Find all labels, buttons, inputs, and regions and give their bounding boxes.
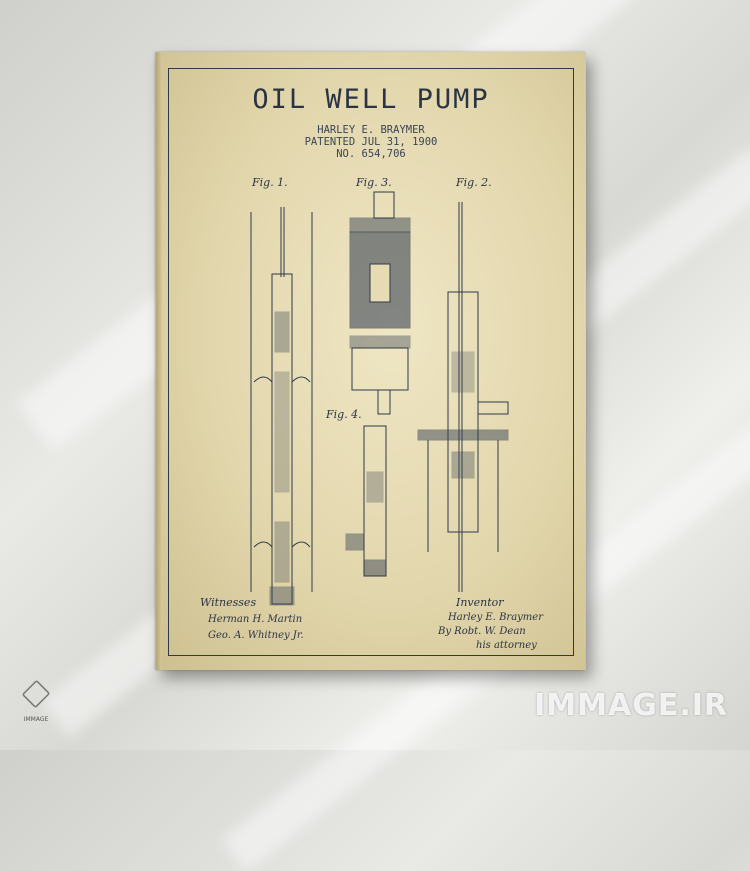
fig-1-label: Fig. 1. [252, 176, 288, 189]
logo-icon [21, 679, 51, 709]
fig-4-drawing [345, 425, 387, 577]
logo-text: IMMAGE [23, 716, 49, 723]
fig-2-label: Fig. 2. [456, 176, 492, 189]
attorney-role: his attorney [476, 640, 537, 651]
watermark: IMMAGE.IR [534, 688, 728, 723]
poster-border [168, 68, 574, 656]
fig-3-drawing [349, 191, 411, 415]
fig-4-label: Fig. 4. [326, 408, 362, 421]
patent-drawing [250, 191, 509, 606]
patent-poster-canvas: OIL WELL PUMP HARLEY E. BRAYMER PATENTED… [156, 52, 586, 670]
inventor-line: HARLEY E. BRAYMER [317, 124, 425, 136]
fig-1-drawing [250, 207, 313, 606]
witness-signature-2: Geo. A. Whitney Jr. [208, 630, 304, 641]
fig-2-drawing [417, 202, 509, 592]
canvas-side-edge [156, 52, 162, 670]
inventor-signature: Harley E. Braymer [448, 612, 543, 623]
immage-logo: IMMAGE [14, 679, 58, 740]
patent-number-line: NO. 654,706 [336, 148, 406, 160]
poster-title: OIL WELL PUMP [252, 84, 490, 115]
patent-date-line: PATENTED JUL 31, 1900 [304, 136, 438, 148]
inventor-label: Inventor [456, 596, 504, 609]
fig-3-label: Fig. 3. [356, 176, 392, 189]
attorney-signature: By Robt. W. Dean [438, 626, 526, 637]
witnesses-label: Witnesses [200, 596, 257, 609]
witness-signature-1: Herman H. Martin [208, 614, 303, 625]
